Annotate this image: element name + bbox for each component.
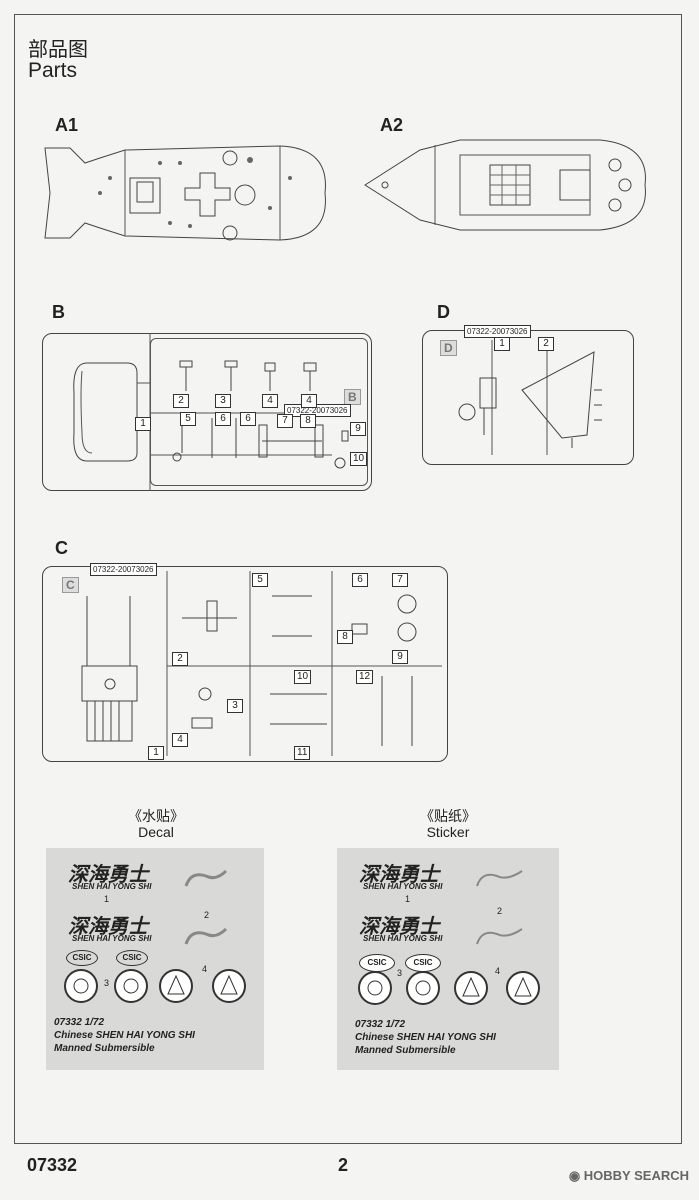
part-number: 8 — [337, 630, 353, 644]
part-number: 7 — [277, 414, 293, 428]
round-emblem-icon — [212, 969, 246, 1003]
decal-logo-cn: 深海勇士 — [68, 914, 148, 938]
part-number: 5 — [252, 573, 268, 587]
part-number: 1 — [494, 337, 510, 351]
part-number: 4 — [172, 733, 188, 747]
part-number: 2 — [173, 394, 189, 408]
section-a2-label: A2 — [380, 115, 404, 135]
decal-text-line: Manned Submersible — [54, 1043, 155, 1054]
part-number: 3 — [215, 394, 231, 408]
page-frame — [14, 14, 682, 1144]
round-emblem-icon — [506, 971, 540, 1005]
sanya-logo-icon — [184, 927, 228, 945]
part-number: 9 — [350, 422, 366, 436]
sticker-logo-en: SHEN HAI YONG SHI — [363, 882, 443, 891]
sticker-text-line: 07332 1/72 — [355, 1019, 406, 1030]
csic-emblem-icon — [64, 969, 98, 1003]
sticker-number: 4 — [495, 966, 501, 976]
part-number: 6 — [215, 412, 231, 426]
decal-title-en: Decal — [138, 824, 174, 840]
part-number: 1 — [148, 746, 164, 760]
decal-text-line: Chinese SHEN HAI YONG SHI — [54, 1030, 195, 1041]
csic-badge: CSIC — [116, 950, 148, 966]
part-number: 11 — [294, 746, 311, 760]
title-english: Parts — [28, 59, 78, 82]
sanya-logo-icon — [476, 870, 523, 887]
title-chinese: 部品图 — [28, 37, 88, 61]
sprue-c-tag: C — [62, 577, 79, 593]
csic-emblem-icon — [358, 971, 392, 1005]
sprue-d-tag: D — [440, 340, 457, 356]
decal-text-line: 07332 1/72 — [54, 1017, 105, 1028]
part-number: 2 — [538, 337, 554, 351]
sticker-number: 1 — [405, 894, 411, 904]
sticker-number: 2 — [497, 906, 503, 916]
sticker-logo-en: SHEN HAI YONG SHI — [363, 934, 443, 943]
section-d-label: D — [437, 302, 450, 322]
section-c-label: C — [55, 538, 68, 558]
part-number: 10 — [350, 452, 368, 466]
section-a1-label: A1 — [55, 115, 79, 135]
part-number: 6 — [240, 412, 256, 426]
part-number: 6 — [352, 573, 368, 587]
sprue-c-drawing — [81, 571, 442, 756]
sticker-number: 3 — [397, 968, 403, 978]
sticker-title-en: Sticker — [426, 824, 470, 840]
part-number: 4 — [301, 394, 317, 408]
part-number: 2 — [172, 652, 188, 666]
sprue-c-frame — [42, 566, 448, 762]
sticker-logo-cn: 深海勇士 — [359, 914, 439, 938]
decal-number: 2 — [204, 910, 210, 920]
hull-half-a1-drawing — [44, 145, 326, 241]
part-number: 10 — [294, 670, 312, 684]
decal-logo-en: SHEN HAI YONG SHI — [72, 934, 152, 943]
sticker-text-line: Chinese SHEN HAI YONG SHI — [355, 1032, 496, 1043]
part-number: 8 — [300, 414, 316, 428]
watermark-text: HOBBY SEARCH — [583, 1168, 689, 1183]
round-emblem-icon — [159, 969, 193, 1003]
decal-sheet: 深海勇士 SHEN HAI YONG SHI 1 深海勇士 SHEN HAI Y… — [46, 848, 264, 1070]
sticker-logo-cn: 深海勇士 — [359, 862, 439, 886]
sprue-b-frame — [42, 333, 372, 491]
sprue-c-code: 07322-20073026 — [90, 563, 157, 576]
watermark: ◉ HOBBY SEARCH — [569, 1168, 689, 1184]
part-number: 1 — [135, 417, 151, 431]
decal-number: 4 — [202, 964, 208, 974]
csic-emblem-icon — [114, 969, 148, 1003]
footer-product-code: 07332 — [27, 1155, 78, 1175]
round-emblem-icon — [454, 971, 488, 1005]
sanya-logo-icon — [476, 928, 523, 945]
section-b-label: B — [52, 302, 65, 322]
page-number: 2 — [338, 1155, 349, 1175]
part-number: 9 — [392, 650, 408, 664]
decal-number: 1 — [104, 894, 110, 904]
sticker-title-cn: 《贴纸》 — [420, 808, 476, 824]
csic-emblem-icon — [406, 971, 440, 1005]
decal-logo-cn: 深海勇士 — [68, 862, 148, 886]
sprue-b-tag: B — [344, 389, 361, 405]
part-number: 5 — [180, 412, 196, 426]
sticker-text-line: Manned Submersible — [355, 1045, 456, 1056]
part-number: 3 — [227, 699, 243, 713]
sticker-sheet: 深海勇士 SHEN HAI YONG SHI 1 深海勇士 SHEN HAI Y… — [337, 848, 559, 1070]
part-number: 7 — [392, 573, 408, 587]
sprue-d-drawing — [458, 340, 602, 455]
decal-logo-en: SHEN HAI YONG SHI — [72, 882, 152, 891]
part-number: 4 — [262, 394, 278, 408]
decal-title-cn: 《水贴》 — [128, 808, 184, 824]
csic-badge: CSIC — [66, 950, 98, 966]
sanya-logo-icon — [184, 869, 228, 887]
hull-half-a2-drawing — [364, 139, 646, 231]
decal-number: 3 — [104, 978, 110, 988]
part-number: 12 — [356, 670, 374, 684]
watermark-icon: ◉ — [568, 1168, 584, 1183]
sprue-b-code: 07322-20073026 — [284, 404, 351, 417]
